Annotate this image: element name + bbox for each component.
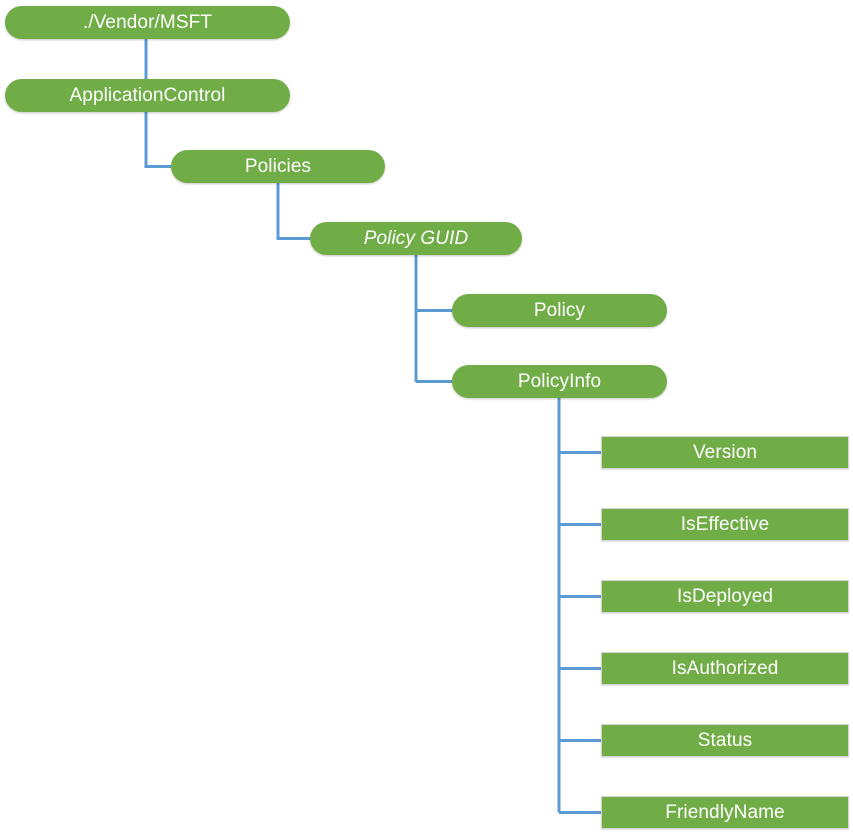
node-version[interactable]: Version <box>601 436 849 469</box>
node-is-deployed[interactable]: IsDeployed <box>601 580 849 613</box>
node-policy-guid[interactable]: Policy GUID <box>310 222 522 255</box>
node-is-authorized[interactable]: IsAuthorized <box>601 652 849 685</box>
node-policies[interactable]: Policies <box>171 150 385 183</box>
node-is-effective[interactable]: IsEffective <box>601 508 849 541</box>
node-application-control[interactable]: ApplicationControl <box>5 79 290 112</box>
node-status[interactable]: Status <box>601 724 849 757</box>
node-friendly-name[interactable]: FriendlyName <box>601 796 849 829</box>
node-policy-info[interactable]: PolicyInfo <box>452 365 667 398</box>
edge-policies-to-policyguid <box>276 183 311 240</box>
edge-applicationcontrol-to-policies <box>144 112 172 168</box>
node-vendor-msft[interactable]: ./Vendor/MSFT <box>5 6 290 39</box>
node-policy[interactable]: Policy <box>452 294 667 327</box>
